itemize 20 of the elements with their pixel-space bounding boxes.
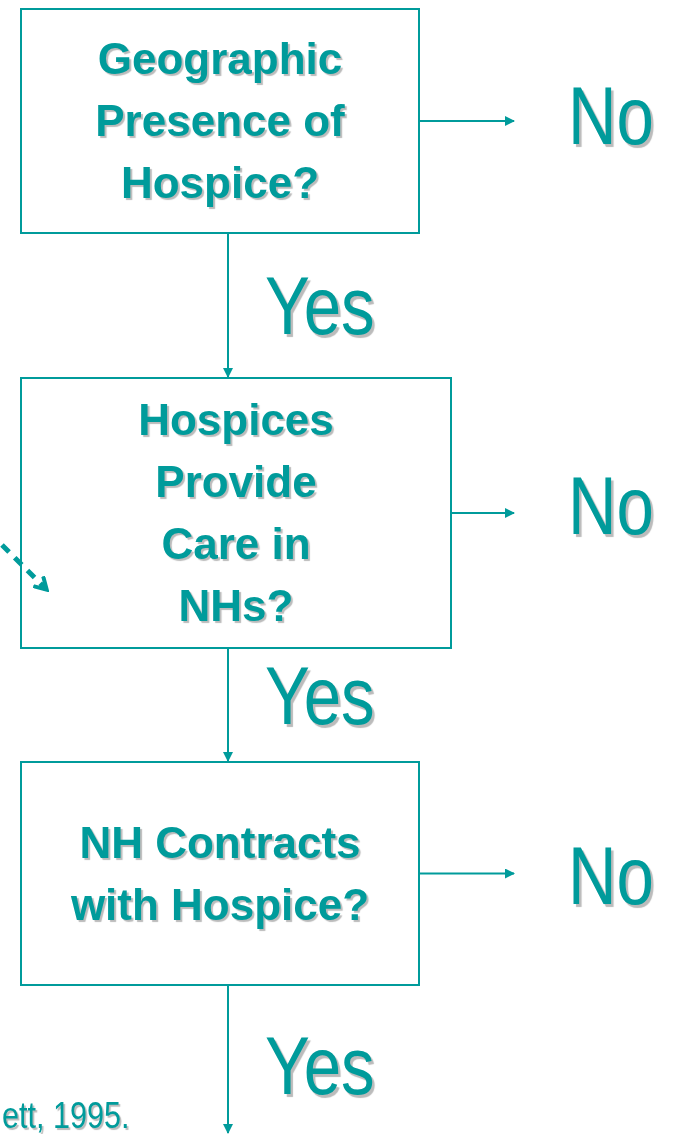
decision-box [20, 377, 452, 649]
arrow [419, 116, 515, 126]
citation-text: ett, 1995. [2, 1098, 130, 1134]
outcome-label: No [568, 835, 654, 917]
outcome-label: No [568, 465, 654, 547]
arrow [419, 868, 515, 879]
outcome-label: No [568, 75, 654, 157]
question-text: NH Contracts with Hospice? [69, 816, 371, 931]
decision-box [20, 761, 420, 986]
decision-box [20, 8, 420, 234]
question-text: Hospices Provide Care in NHs? [137, 394, 335, 632]
arrow [223, 985, 233, 1134]
edge-label: Yes [265, 1025, 375, 1107]
arrow [451, 508, 515, 518]
question-text: Geographic Presence of Hospice? [94, 33, 346, 209]
arrow [223, 233, 233, 378]
arrow [223, 648, 233, 762]
edge-label: Yes [265, 265, 375, 347]
edge-label: Yes [265, 655, 375, 737]
dashed-arrow [0, 543, 49, 592]
